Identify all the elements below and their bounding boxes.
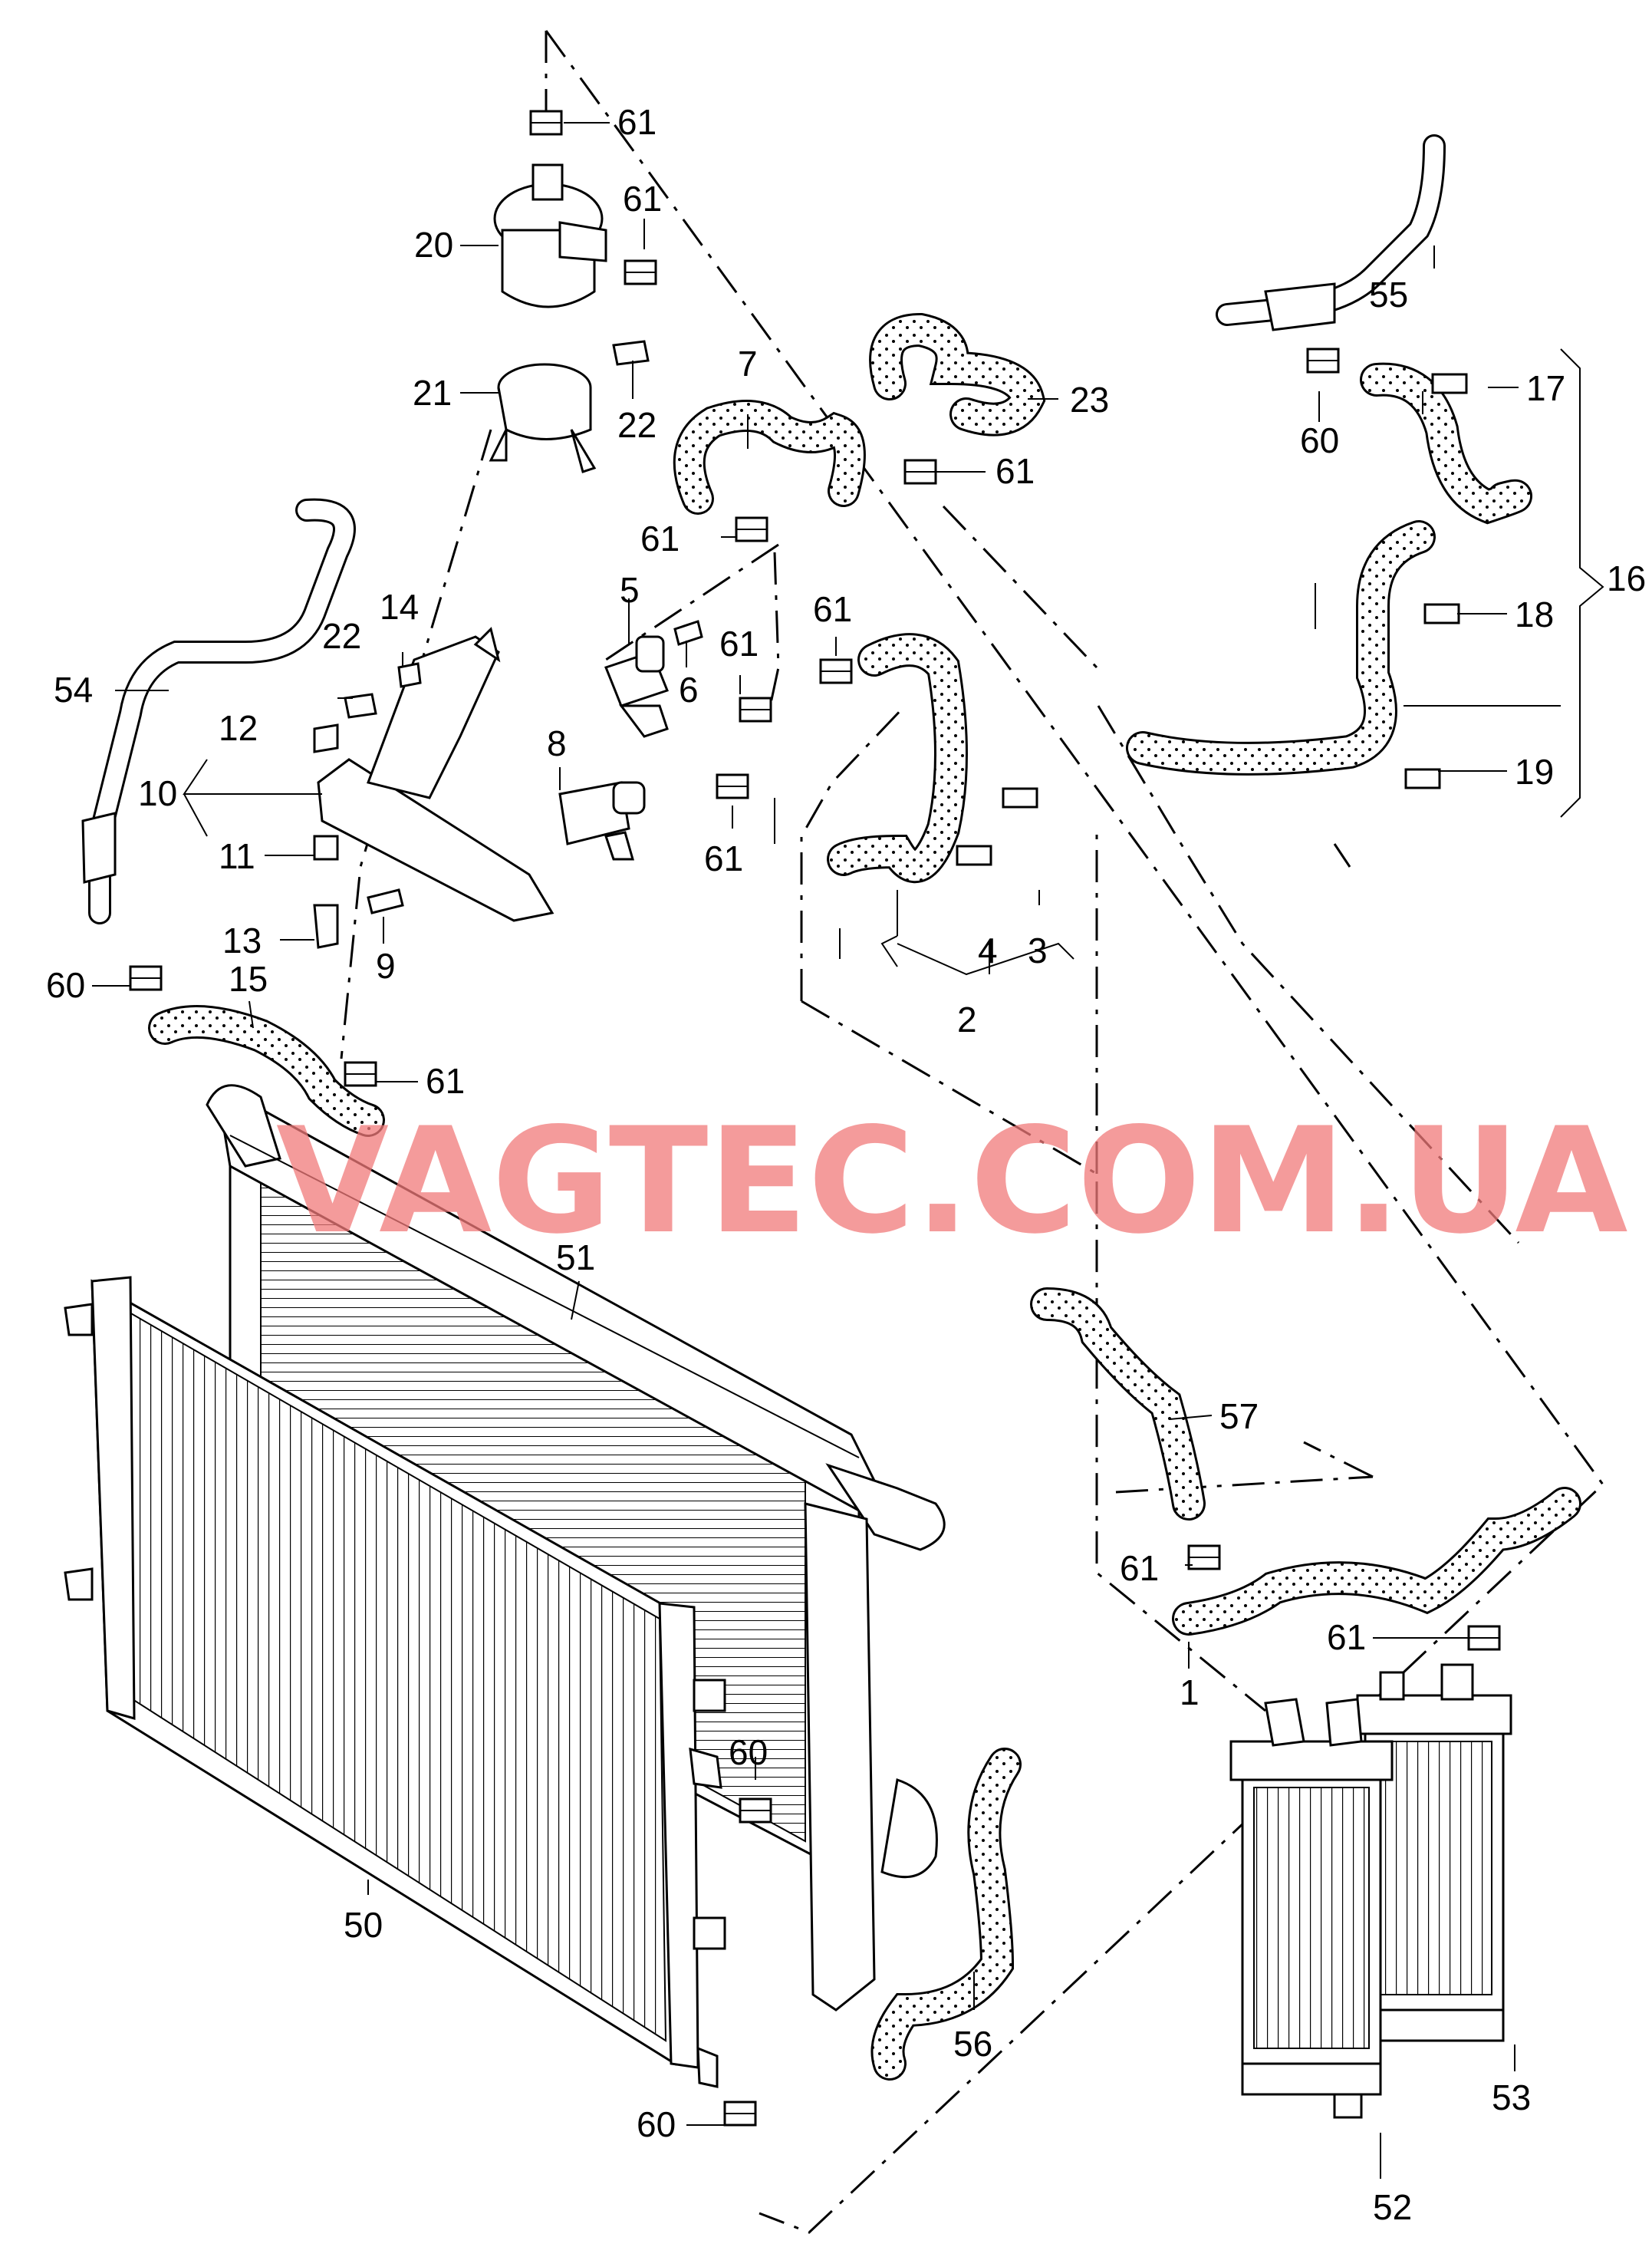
callout-12: 12 [219,708,258,748]
clamps [129,110,1501,2127]
callout-labels: 61 61 20 21 22 7 23 61 61 55 60 17 16 18… [46,102,1646,2227]
callout-18: 18 [1515,595,1554,634]
callout-22: 22 [617,405,657,445]
callout-19: 19 [1515,752,1554,792]
callout-2: 2 [957,1000,977,1040]
callout-61: 61 [640,519,680,558]
callout-61: 61 [995,451,1035,491]
callout-7: 7 [738,344,758,384]
callout-61: 61 [719,624,759,664]
hoses [148,312,1581,2081]
bracket-10 [317,627,555,922]
leader-lines [92,122,1604,2179]
callout-60: 60 [1300,420,1339,460]
watermark-text: VAGTEC.COM.UA [276,1096,1628,1266]
callout-56: 56 [953,2024,992,2064]
callout-21: 21 [413,373,452,413]
callout-61: 61 [813,589,852,629]
callout-17: 17 [1526,368,1565,408]
callout-51: 51 [556,1237,595,1277]
bracket-21 [489,363,597,473]
callout-10: 10 [138,773,177,813]
callout-23: 23 [1070,380,1109,420]
callout-14: 14 [380,587,419,627]
callout-9: 9 [376,946,396,986]
condenser-50 [64,1276,726,2088]
callout-61: 61 [426,1061,465,1101]
assembly-outline [340,30,1604,2234]
callout-60: 60 [46,965,85,1005]
callout-53: 53 [1492,2077,1531,2117]
callout-50: 50 [344,1905,383,1945]
callout-4: 4 [978,931,998,970]
callout-60: 60 [729,1732,768,1772]
valve-5 [604,635,669,738]
callout-1: 1 [1180,1672,1200,1712]
valve-8 [558,781,646,861]
pipes [81,134,1446,924]
callout-55: 55 [1369,275,1408,315]
callout-61: 61 [1327,1617,1366,1657]
callout-61: 61 [617,102,657,142]
callout-22: 22 [322,616,361,656]
intercooler-52 [1229,1698,1394,2119]
pump-20 [493,163,607,308]
callout-11: 11 [219,836,255,876]
callout-60: 60 [637,2104,676,2144]
callout-61: 61 [1120,1548,1159,1588]
callout-3: 3 [1028,931,1048,970]
callout-15: 15 [229,959,268,999]
callout-52: 52 [1373,2187,1412,2227]
callout-61: 61 [623,179,662,219]
callout-54: 54 [54,670,93,710]
callout-6: 6 [679,670,699,710]
callout-5: 5 [620,570,640,610]
callout-20: 20 [414,225,453,265]
callout-57: 57 [1219,1396,1259,1436]
fasteners [313,340,703,949]
callout-13: 13 [222,921,262,960]
callout-8: 8 [547,723,567,763]
callout-61: 61 [704,839,743,878]
callout-16: 16 [1607,558,1646,598]
